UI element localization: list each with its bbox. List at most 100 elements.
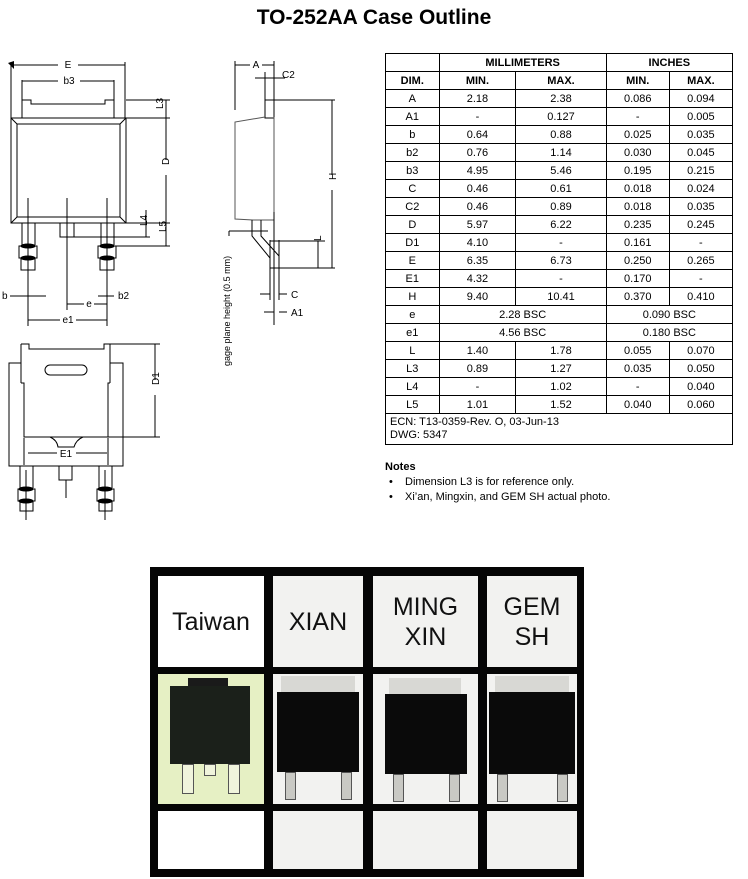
dim-value-cell: 0.050 — [668, 359, 734, 378]
dim-name-cell: E — [385, 251, 440, 270]
dim-name-cell: e1 — [385, 323, 440, 342]
dim-value-cell: 0.090 BSC — [605, 305, 734, 324]
dwg-text: DWG: 5347 — [390, 429, 448, 441]
chip-lead — [204, 764, 216, 776]
dim-value-cell: 0.127 — [515, 107, 607, 126]
dim-value-cell: 1.02 — [515, 377, 607, 396]
dim-value-cell: 0.61 — [515, 179, 607, 198]
dim-value-cell: 0.035 — [605, 359, 670, 378]
dim-value-cell: - — [668, 269, 734, 288]
dim-value-cell: 2.28 BSC — [438, 305, 607, 324]
dim-value-cell: 2.38 — [515, 89, 607, 108]
notes-section: Notes Dimension L3 is for reference only… — [385, 460, 610, 505]
column-header: MIN. — [438, 71, 517, 90]
dim-value-cell: 0.035 — [668, 125, 734, 144]
dim-value-cell: 5.46 — [515, 161, 607, 180]
dim-name-cell: L3 — [385, 359, 440, 378]
manufacturer-comparison-photo: Taiwan XIAN MING XIN GEM SH — [150, 567, 584, 877]
chip-body — [489, 692, 575, 774]
dim-value-cell: 1.52 — [515, 395, 607, 414]
chip-tab — [389, 678, 461, 696]
header-gemsh-text: GEM SH — [503, 592, 561, 651]
header-mingxin: MING XIN — [373, 576, 478, 667]
header-taiwan-text: Taiwan — [172, 607, 250, 636]
side-view: A C2 H L C A1 gage plane height (0.5 mm) — [222, 60, 339, 366]
chip-tab — [188, 678, 228, 688]
dim-label-b3: b3 — [63, 76, 75, 87]
dim-value-cell: 0.094 — [668, 89, 734, 108]
dim-name-cell: D — [385, 215, 440, 234]
blank-cell-xian — [273, 811, 363, 869]
dim-value-cell: 4.32 — [438, 269, 517, 288]
dim-label-L4: L4 — [139, 214, 150, 226]
header-gemsh: GEM SH — [487, 576, 577, 667]
dim-value-cell: 6.73 — [515, 251, 607, 270]
dim-value-cell: 0.161 — [605, 233, 670, 252]
dim-name-cell: L — [385, 341, 440, 360]
dim-label-L5: L5 — [158, 220, 169, 232]
dim-value-cell: 0.46 — [438, 179, 517, 198]
blank-cell-taiwan — [158, 811, 264, 869]
dim-name-cell: C2 — [385, 197, 440, 216]
dim-label-b: b — [2, 291, 8, 302]
dim-label-C2: C2 — [282, 70, 295, 81]
dim-value-cell: 1.27 — [515, 359, 607, 378]
dim-name-cell: H — [385, 287, 440, 306]
dim-value-cell: 0.88 — [515, 125, 607, 144]
table-row: A1-0.127-0.005 — [385, 107, 734, 126]
header-mingxin-text: MING XIN — [392, 592, 459, 651]
dim-value-cell: 0.265 — [668, 251, 734, 270]
dim-value-cell: 0.024 — [668, 179, 734, 198]
dim-name-cell: E1 — [385, 269, 440, 288]
dim-name-cell: L4 — [385, 377, 440, 396]
dim-value-cell: 0.215 — [668, 161, 734, 180]
dim-name-cell: L5 — [385, 395, 440, 414]
chip-lead — [497, 774, 508, 802]
dim-label-e1: e1 — [62, 315, 74, 326]
dim-value-cell: 6.22 — [515, 215, 607, 234]
dim-value-cell: 0.086 — [605, 89, 670, 108]
dimensions-table: MILLIMETERS INCHES DIM. MIN. MAX. MIN. M… — [385, 53, 734, 445]
dim-value-cell: 0.245 — [668, 215, 734, 234]
dim-value-cell: 0.045 — [668, 143, 734, 162]
dim-value-cell: - — [438, 377, 517, 396]
dim-name-cell: A1 — [385, 107, 440, 126]
dim-name-cell: D1 — [385, 233, 440, 252]
photo-gemsh — [487, 674, 577, 804]
photo-mingxin — [373, 674, 478, 804]
dim-value-cell: 0.64 — [438, 125, 517, 144]
dim-value-cell: 0.060 — [668, 395, 734, 414]
dim-value-cell: - — [605, 377, 670, 396]
dim-name-cell: A — [385, 89, 440, 108]
header-taiwan: Taiwan — [158, 576, 264, 667]
chip-body — [170, 686, 250, 764]
dim-label-A1: A1 — [291, 308, 304, 319]
column-header: MAX. — [668, 71, 734, 90]
dim-value-cell: 5.97 — [438, 215, 517, 234]
bottom-view: D1 E1 — [8, 343, 162, 520]
note-item: Xi’an, Mingxin, and GEM SH actual photo. — [385, 490, 610, 505]
dim-label-E1: E1 — [60, 449, 73, 460]
dim-value-cell: 4.56 BSC — [438, 323, 607, 342]
dim-name-cell: e — [385, 305, 440, 324]
dim-name-cell: b2 — [385, 143, 440, 162]
dim-label-D: D — [161, 158, 172, 165]
dim-value-cell: 0.055 — [605, 341, 670, 360]
dim-value-cell: - — [515, 233, 607, 252]
table-row: L4-1.02-0.040 — [385, 377, 734, 396]
header-xian: XIAN — [273, 576, 363, 667]
dim-value-cell: 0.76 — [438, 143, 517, 162]
dim-value-cell: 0.030 — [605, 143, 670, 162]
dim-value-cell: 0.89 — [438, 359, 517, 378]
dim-value-cell: - — [438, 107, 517, 126]
dim-value-cell: 0.180 BSC — [605, 323, 734, 342]
dim-value-cell: 0.46 — [438, 197, 517, 216]
